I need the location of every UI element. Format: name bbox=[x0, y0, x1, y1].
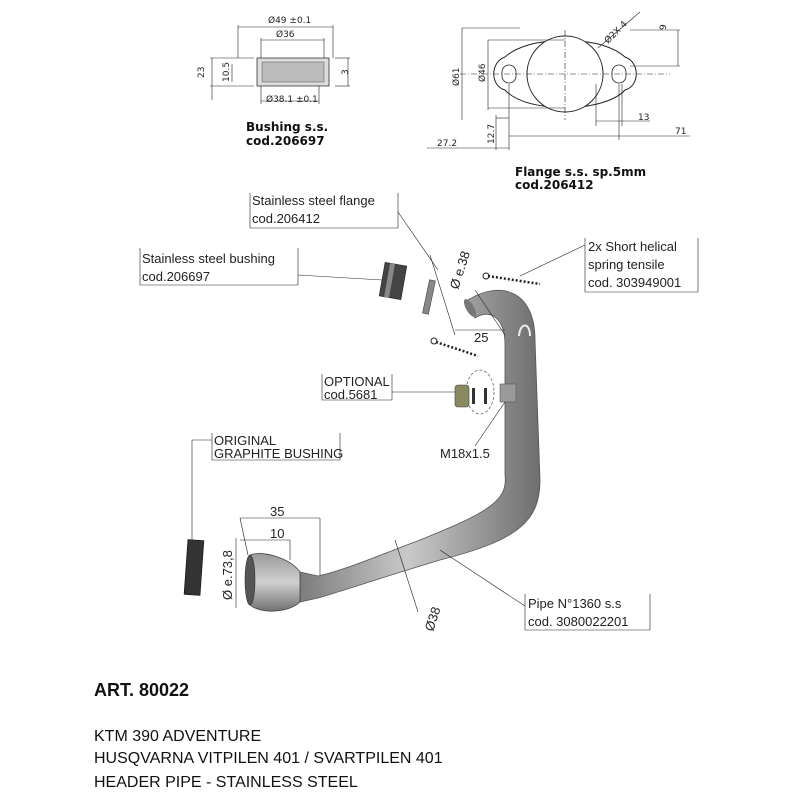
callout-m18: M18x1.5 bbox=[440, 446, 490, 461]
graphite-bushing bbox=[183, 539, 205, 596]
callout-bushing-l1: Stainless steel bushing bbox=[142, 251, 275, 266]
flange-dim-13: 13 bbox=[638, 113, 649, 123]
callout-optional-l2: cod.5681 bbox=[324, 387, 378, 402]
callout-graphite-l1: ORIGINAL bbox=[214, 433, 276, 448]
footer-line-2: HUSQVARNA VITPILEN 401 / SVARTPILEN 401 bbox=[94, 750, 443, 767]
footer: ART. 80022 KTM 390 ADVENTURE HUSQVARNA V… bbox=[94, 680, 443, 791]
dim-25: 25 bbox=[474, 330, 488, 345]
callout-pipe-l2: cod. 3080022201 bbox=[528, 614, 628, 629]
callout-flange-l1: Stainless steel flange bbox=[252, 193, 375, 208]
flange-dim-46: Ø46 bbox=[477, 63, 488, 82]
callout-spring-l2: spring tensile bbox=[588, 257, 665, 272]
flange-dim-9: 9 bbox=[659, 24, 669, 30]
footer-line-3: HEADER PIPE - STAINLESS STEEL bbox=[94, 774, 358, 791]
dim-e73-8: Ø e.73,8 bbox=[220, 550, 235, 600]
spring-lower bbox=[435, 340, 479, 358]
bushing-dim-mid: 10.5 bbox=[222, 62, 232, 82]
dim-e38: Ø e.38 bbox=[447, 249, 473, 291]
pipe-body bbox=[299, 289, 541, 603]
sensor-boss bbox=[499, 383, 517, 403]
callout-flange-l2: cod.206412 bbox=[252, 211, 320, 226]
bushing-dim-bottom: Ø38.1 ±0.1 bbox=[266, 94, 318, 105]
flange-ring bbox=[422, 279, 436, 315]
exploded-parts bbox=[183, 262, 541, 596]
dim-38: Ø38 bbox=[422, 605, 444, 633]
bushing-code: cod.206697 bbox=[246, 134, 325, 148]
bushing-title: Bushing s.s. bbox=[246, 120, 328, 134]
dim-35: 35 bbox=[270, 504, 284, 519]
flange-detail: Ø2X 4 9 Ø61 Ø46 12.7 13 27.2 71 Flange s… bbox=[427, 11, 690, 192]
optional-circle bbox=[465, 369, 495, 415]
article-number: ART. 80022 bbox=[94, 680, 189, 700]
callout-graphite-l2: GRAPHITE BUSHING bbox=[214, 446, 343, 461]
callout-optional-l1: OPTIONAL bbox=[324, 374, 390, 389]
callout-pipe-l1: Pipe N°1360 s.s bbox=[528, 596, 622, 611]
callout-spring-l3: cod. 303949001 bbox=[588, 275, 681, 290]
spring-upper bbox=[487, 274, 541, 286]
flange-dim-71: 71 bbox=[675, 127, 686, 137]
flange-code: cod.206412 bbox=[515, 178, 594, 192]
flange-dim-27-2: 27.2 bbox=[437, 139, 457, 149]
callout-bushing-l2: cod.206697 bbox=[142, 269, 210, 284]
bushing-detail: Ø49 ±0.1 Ø36 Ø38.1 ±0.1 23 10.5 3 Bushin… bbox=[197, 15, 351, 148]
optional-plug bbox=[454, 384, 470, 408]
flange-dim-holes: Ø2X 4 bbox=[602, 19, 629, 46]
bushing-dim-side: 3 bbox=[341, 69, 351, 75]
flange-dim-61: Ø61 bbox=[451, 67, 462, 86]
callout-spring-l1: 2x Short helical bbox=[588, 239, 677, 254]
header-pipe bbox=[244, 289, 541, 612]
bushing-dim-height: 23 bbox=[197, 67, 207, 78]
bushing-dim-inner: Ø36 bbox=[276, 29, 295, 40]
flange-dim-12-7: 12.7 bbox=[487, 124, 497, 144]
callouts: Stainless steel flange cod.206412 Stainl… bbox=[139, 193, 699, 631]
spring-hook bbox=[518, 324, 531, 337]
pipe-cone bbox=[249, 553, 301, 612]
footer-line-1: KTM 390 ADVENTURE bbox=[94, 728, 261, 745]
flange-title: Flange s.s. sp.5mm bbox=[515, 165, 646, 179]
bushing-dim-top: Ø49 ±0.1 bbox=[268, 15, 311, 26]
dim-10: 10 bbox=[270, 526, 284, 541]
